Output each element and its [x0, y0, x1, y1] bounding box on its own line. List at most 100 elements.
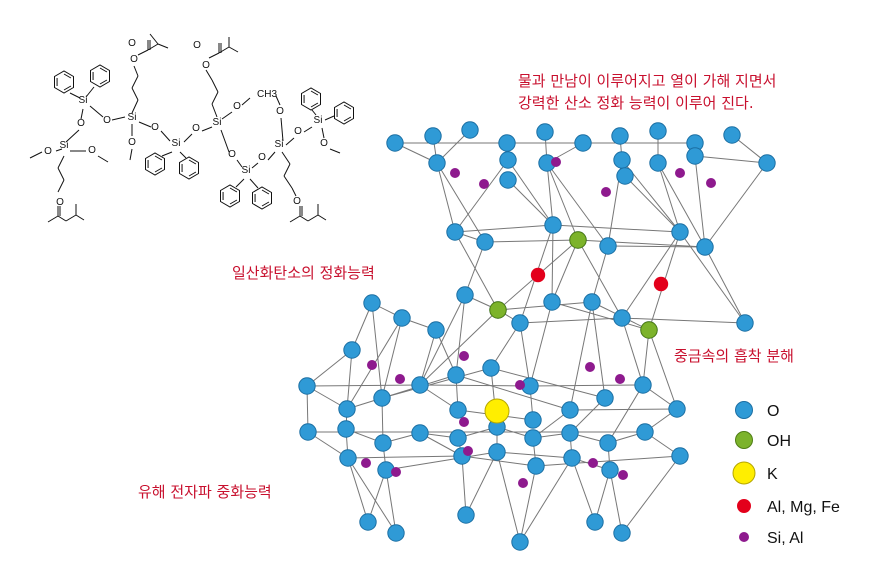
lattice-bond — [367, 469, 387, 523]
lattice-bond — [529, 301, 553, 387]
silicon-label: Si — [242, 165, 251, 176]
silicon-atom — [618, 470, 628, 480]
chem-bond — [303, 126, 313, 133]
legend-item-al-mg-fe: Al, Mg, Fe — [737, 499, 840, 516]
chem-bond — [343, 104, 352, 110]
chem-bond — [154, 155, 163, 161]
oxygen-atom — [563, 449, 581, 467]
legend-swatch-al-mg-fe — [737, 499, 751, 513]
legend-item-oh: OH — [735, 431, 791, 450]
legend-label-o: O — [767, 403, 779, 420]
chem-bond — [235, 178, 245, 188]
metal-atom — [653, 276, 669, 292]
legend-swatch-o — [735, 401, 753, 419]
chem-bond — [310, 102, 319, 108]
oxygen-atom — [599, 237, 617, 255]
chem-bond — [283, 175, 293, 189]
oxygen-atom — [498, 134, 516, 152]
silicon-atom — [515, 380, 525, 390]
lattice-bond — [306, 384, 421, 387]
oxygen-atom — [461, 121, 479, 139]
lattice-bond — [347, 457, 397, 534]
chem-bond — [324, 115, 335, 121]
lattice-bond — [704, 246, 746, 324]
oxygen-atom — [482, 359, 500, 377]
chem-bond — [57, 215, 67, 222]
chem-bond — [47, 215, 59, 223]
chem-bond — [99, 79, 108, 85]
chem-bond — [249, 178, 259, 189]
lattice-bond — [436, 162, 486, 243]
lattice-atoms — [298, 121, 776, 551]
oxygen-atom — [544, 216, 562, 234]
chem-bond — [129, 148, 133, 161]
lattice-bond — [306, 349, 353, 387]
lattice-bond — [621, 317, 746, 324]
silicon-atom — [459, 351, 469, 361]
lattice-bond — [657, 162, 681, 233]
lattice-bond — [546, 162, 554, 226]
lattice-bond — [577, 239, 706, 248]
lattice-bond — [551, 224, 554, 303]
oxygen-atom — [339, 449, 357, 467]
silicon-atom — [706, 178, 716, 188]
oxygen-label: O — [193, 40, 201, 51]
lattice-bond — [621, 317, 644, 386]
chem-bond — [280, 117, 284, 142]
oxygen-label: O — [130, 54, 138, 65]
oxygen-atom — [393, 309, 411, 327]
oxygen-atom — [411, 376, 429, 394]
oxygen-atom — [574, 134, 592, 152]
oxygen-label: O — [77, 118, 85, 129]
lattice-bond — [552, 224, 681, 233]
chem-bond — [147, 43, 159, 51]
chem-bond — [289, 215, 301, 223]
oxygen-label: O — [320, 138, 328, 149]
lattice-bond — [484, 239, 579, 243]
chem-bond — [161, 151, 173, 157]
chem-bond — [241, 97, 251, 106]
oxygen-atom — [561, 401, 579, 419]
oxygen-atom — [524, 429, 542, 447]
chem-bond — [99, 67, 108, 73]
oxygen-label: O — [293, 196, 301, 207]
chem-bond — [211, 103, 218, 118]
oxygen-atom — [613, 524, 631, 542]
lattice-bond — [455, 374, 571, 411]
chem-bond — [133, 65, 139, 77]
oxygen-atom — [456, 286, 474, 304]
oxygen-label: O — [202, 60, 210, 71]
lattice-bond — [507, 179, 554, 226]
legend-label-oh: OH — [767, 433, 791, 450]
lattice-bond — [519, 457, 573, 543]
legend-label-k: K — [767, 466, 778, 483]
chem-bond — [229, 199, 238, 205]
chem-bond — [69, 92, 81, 99]
chem-bond — [131, 99, 139, 114]
lattice-bond — [607, 245, 706, 248]
oxygen-atom — [613, 151, 631, 169]
oxygen-label: O — [88, 145, 96, 156]
chem-bond — [188, 159, 197, 165]
chem-bond — [228, 46, 239, 53]
lattice-bond — [347, 457, 369, 523]
lattice-bond — [464, 241, 486, 296]
oxygen-atom — [671, 223, 689, 241]
oxygen-atom — [298, 377, 316, 395]
chem-bond — [205, 69, 213, 81]
lattice-bond — [569, 408, 678, 411]
chem-bond — [63, 85, 72, 91]
silicon-atom — [395, 374, 405, 384]
lattice-bond — [571, 457, 596, 523]
legend-item-o: O — [735, 401, 779, 420]
chem-bond — [188, 171, 197, 177]
oxygen-label: O — [228, 149, 236, 160]
oxygen-label: O — [233, 101, 241, 112]
methyl-label: CH3 — [257, 89, 277, 100]
lattice-bond — [642, 329, 650, 386]
legend: O OH K Al, Mg, Fe Si, Al — [732, 401, 840, 547]
oxygen-atom — [543, 293, 561, 311]
chem-bond — [85, 86, 95, 98]
chem-bond — [131, 87, 139, 101]
